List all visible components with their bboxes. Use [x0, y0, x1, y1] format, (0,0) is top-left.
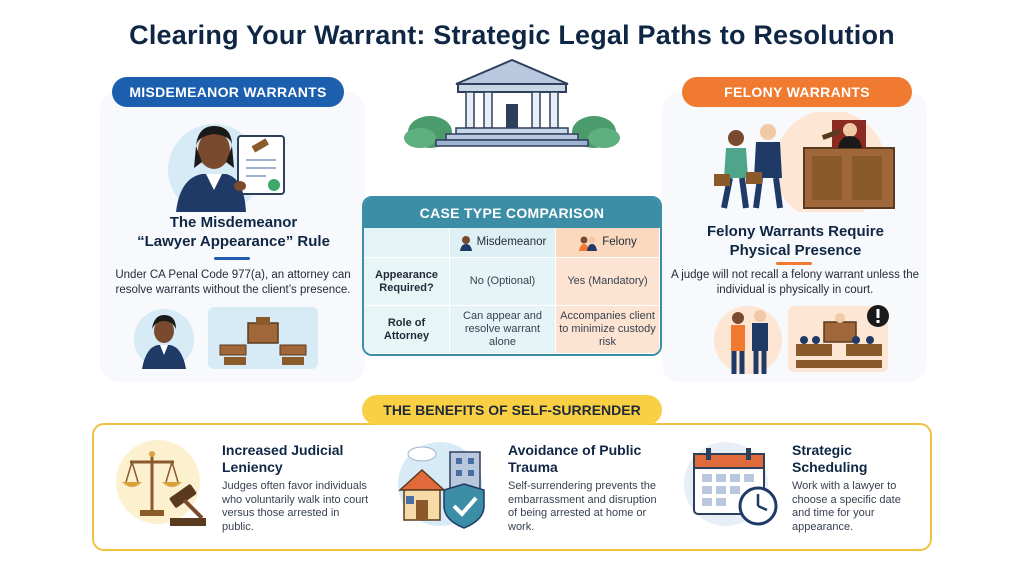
misdemeanor-heading-line2: “Lawyer Appearance” Rule [137, 233, 330, 250]
felony-body: A judge will not recall a felony warrant… [670, 269, 920, 296]
felony-underline [776, 262, 812, 265]
courthouse-icon [404, 58, 620, 148]
benefit-text: Judges often favor individuals who volun… [222, 480, 369, 533]
comparison-row-label: Role of Attorney [364, 306, 450, 354]
benefits-box [92, 423, 932, 551]
comparison-cell-felony: Accompanies client to minimize custody r… [556, 306, 660, 354]
calendar-clock-icon [693, 448, 778, 526]
benefits-badge: THE BENEFITS OF SELF-SURRENDER [362, 395, 662, 425]
felony-heading-line2: Physical Presence [729, 242, 862, 259]
misdemeanor-badge: MISDEMEANOR WARRANTS [112, 77, 344, 107]
benefit-text: Self-surrendering prevents the embarrass… [508, 480, 657, 533]
person-icon [459, 235, 472, 251]
felony-badge: FELONY WARRANTS [682, 77, 912, 107]
benefit-title: Avoidance of Public Trauma [508, 442, 642, 475]
benefit-title: Increased Judicial Leniency [222, 442, 344, 475]
comparison-cell-misdemeanor: Can appear and resolve warrant alone [450, 306, 556, 354]
misdemeanor-body: Under CA Penal Code 977(a), an attorney … [115, 269, 351, 296]
misdemeanor-heading: The Misdemeanor “Lawyer Appearance” Rule [106, 213, 361, 251]
comparison-cell-felony: Yes (Mandatory) [556, 258, 660, 306]
comparison-corner-cell [364, 228, 450, 258]
comparison-title: CASE TYPE COMPARISON [364, 198, 660, 228]
page-title: Clearing Your Warrant: Strategic Legal P… [129, 20, 895, 50]
comparison-cell-misdemeanor: No (Optional) [450, 258, 556, 306]
scales-gavel-icon [122, 451, 206, 526]
felony-heading: Felony Warrants Require Physical Presenc… [668, 222, 923, 260]
misdemeanor-heading-line1: The Misdemeanor [169, 214, 298, 231]
lawyer-courtroom-icon [134, 307, 318, 369]
benefit-title: Strategic Scheduling [792, 442, 868, 475]
lawyer-document-icon [168, 124, 285, 212]
people-icon [579, 236, 598, 251]
comparison-header-felony: Felony [556, 228, 660, 258]
comparison-row-label: Appearance Required? [364, 258, 450, 306]
benefit-text: Work with a lawyer to choose a specific … [792, 480, 901, 533]
house-shield-icon [398, 446, 485, 529]
comparison-table: CASE TYPE COMPARISON Misdemeanor Felony … [362, 196, 662, 356]
misdemeanor-underline [214, 257, 250, 260]
comparison-header-felony-label: Felony [602, 236, 637, 248]
comparison-header-misdemeanor-label: Misdemeanor [476, 236, 547, 248]
crowded-courtroom-icon [714, 305, 889, 374]
defendant-judge-icon [714, 112, 895, 212]
felony-heading-line1: Felony Warrants Require [707, 223, 884, 240]
comparison-header-misdemeanor: Misdemeanor [450, 228, 556, 258]
